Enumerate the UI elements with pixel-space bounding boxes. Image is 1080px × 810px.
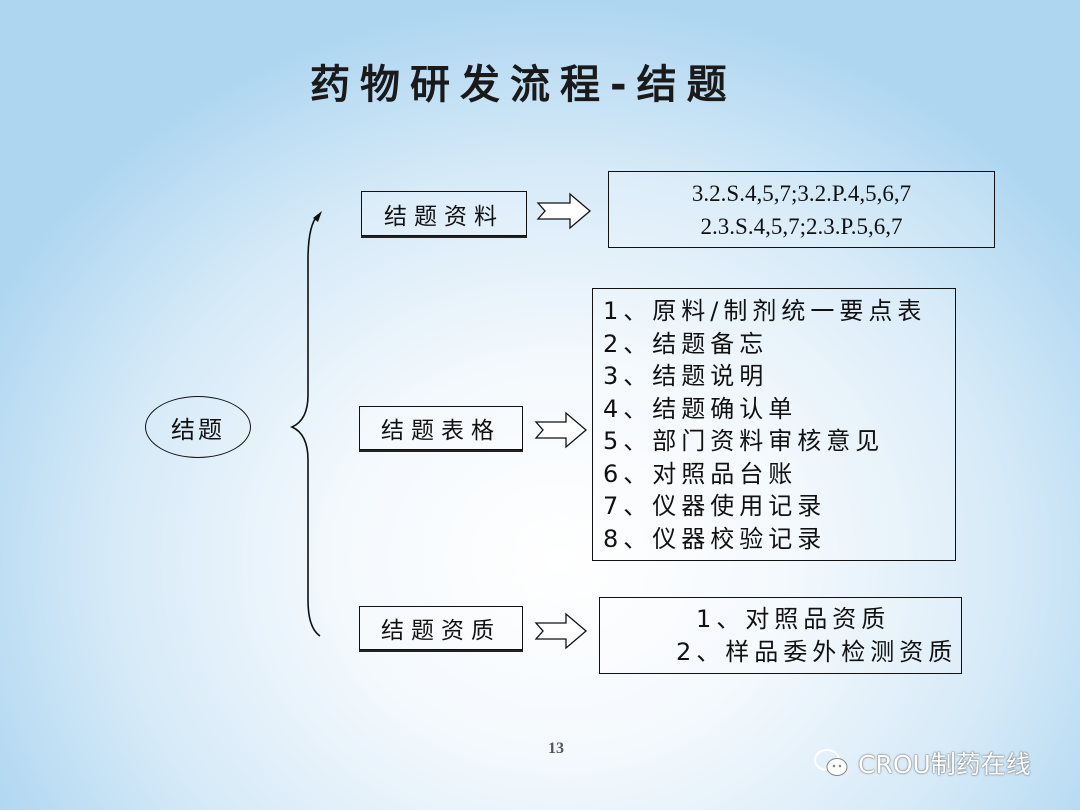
root-node: 结题 (145, 396, 251, 458)
list-item: 7、仪器使用记录 (603, 492, 827, 520)
branch-label-forms: 结题表格 (359, 406, 523, 450)
arrow-3 (534, 612, 588, 650)
forms-box: 1、原料/制剂统一要点表 2、结题备忘 3、结题说明 4、结题确认单 5、部门资… (592, 288, 956, 561)
arrow-2 (534, 411, 588, 449)
list-item: 2、结题备忘 (603, 329, 769, 358)
arrow-1 (536, 192, 592, 230)
list-item: 3、结题说明 (603, 362, 769, 390)
slide-title: 药物研发流程-结题 (310, 62, 737, 108)
branch-label-materials: 结题资料 (361, 191, 527, 236)
list-item: 2、样品委外检测资质 (676, 638, 958, 666)
watermark-text: CROU制药在线 (858, 750, 1031, 779)
branch-label-qualifications: 结题资质 (359, 606, 523, 650)
qualifications-box: 1、对照品资质 2、样品委外检测资质 (599, 597, 962, 674)
list-item: 4、结题确认单 (603, 394, 798, 423)
materials-box: 3.2.S.4,5,7;3.2.P.4,5,6,7 2.3.S.4,5,7;2.… (608, 171, 995, 248)
brace (290, 214, 321, 637)
watermark: CROU制药在线 (812, 745, 1031, 781)
list-item: 8、仪器校验记录 (603, 524, 827, 553)
code-line: 3.2.S.4,5,7;3.2.P.4,5,6,7 (691, 181, 912, 206)
code-line: 2.3.S.4,5,7;2.3.P.5,6,7 (700, 214, 903, 239)
list-item: 1、对照品资质 (696, 605, 891, 633)
list-item: 6、对照品台账 (603, 459, 798, 488)
wechat-icon (814, 749, 848, 776)
list-item: 1、原料/制剂统一要点表 (603, 297, 927, 325)
list-item: 5、部门资料审核意见 (603, 427, 885, 455)
page-number: 13 (548, 740, 564, 757)
brace-arrowhead (313, 211, 322, 222)
